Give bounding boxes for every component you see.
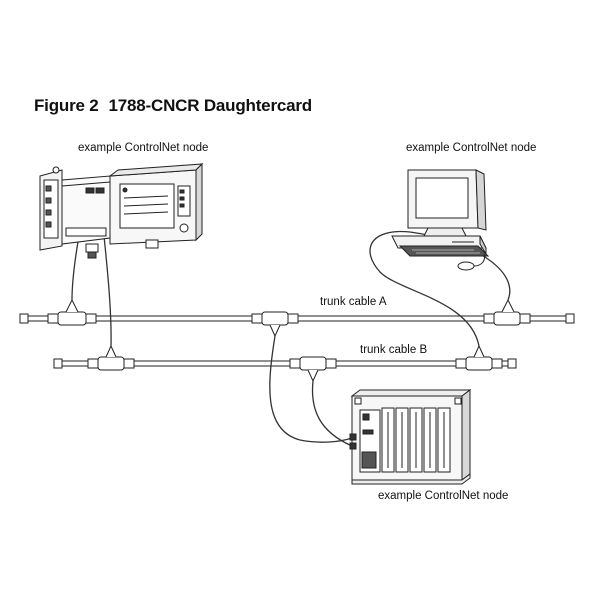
tap-connector-a3 — [483, 298, 531, 326]
tap-connector-b3 — [455, 344, 503, 371]
trunk-a-label: trunk cable A — [320, 296, 387, 308]
tap-connector-a2 — [251, 311, 299, 338]
node-label-top-left: example ControlNet node — [78, 142, 209, 154]
plc-node-top-left — [39, 162, 204, 259]
node-label-bottom: example ControlNet node — [378, 490, 509, 502]
figure-title: Figure 2 1788-CNCR Daughtercard — [34, 96, 322, 116]
chassis-node-bottom — [349, 389, 472, 485]
computer-node-top-right — [391, 169, 490, 271]
tap-connector-b2 — [289, 356, 337, 383]
trunk-b-label: trunk cable B — [360, 344, 428, 356]
node-label-top-right: example ControlNet node — [406, 142, 537, 154]
tap-connector-b1 — [87, 344, 135, 371]
figure-number: Figure 2 — [34, 96, 99, 115]
tap-connector-a1 — [47, 298, 97, 326]
figure-caption: 1788-CNCR Daughtercard — [108, 96, 313, 115]
